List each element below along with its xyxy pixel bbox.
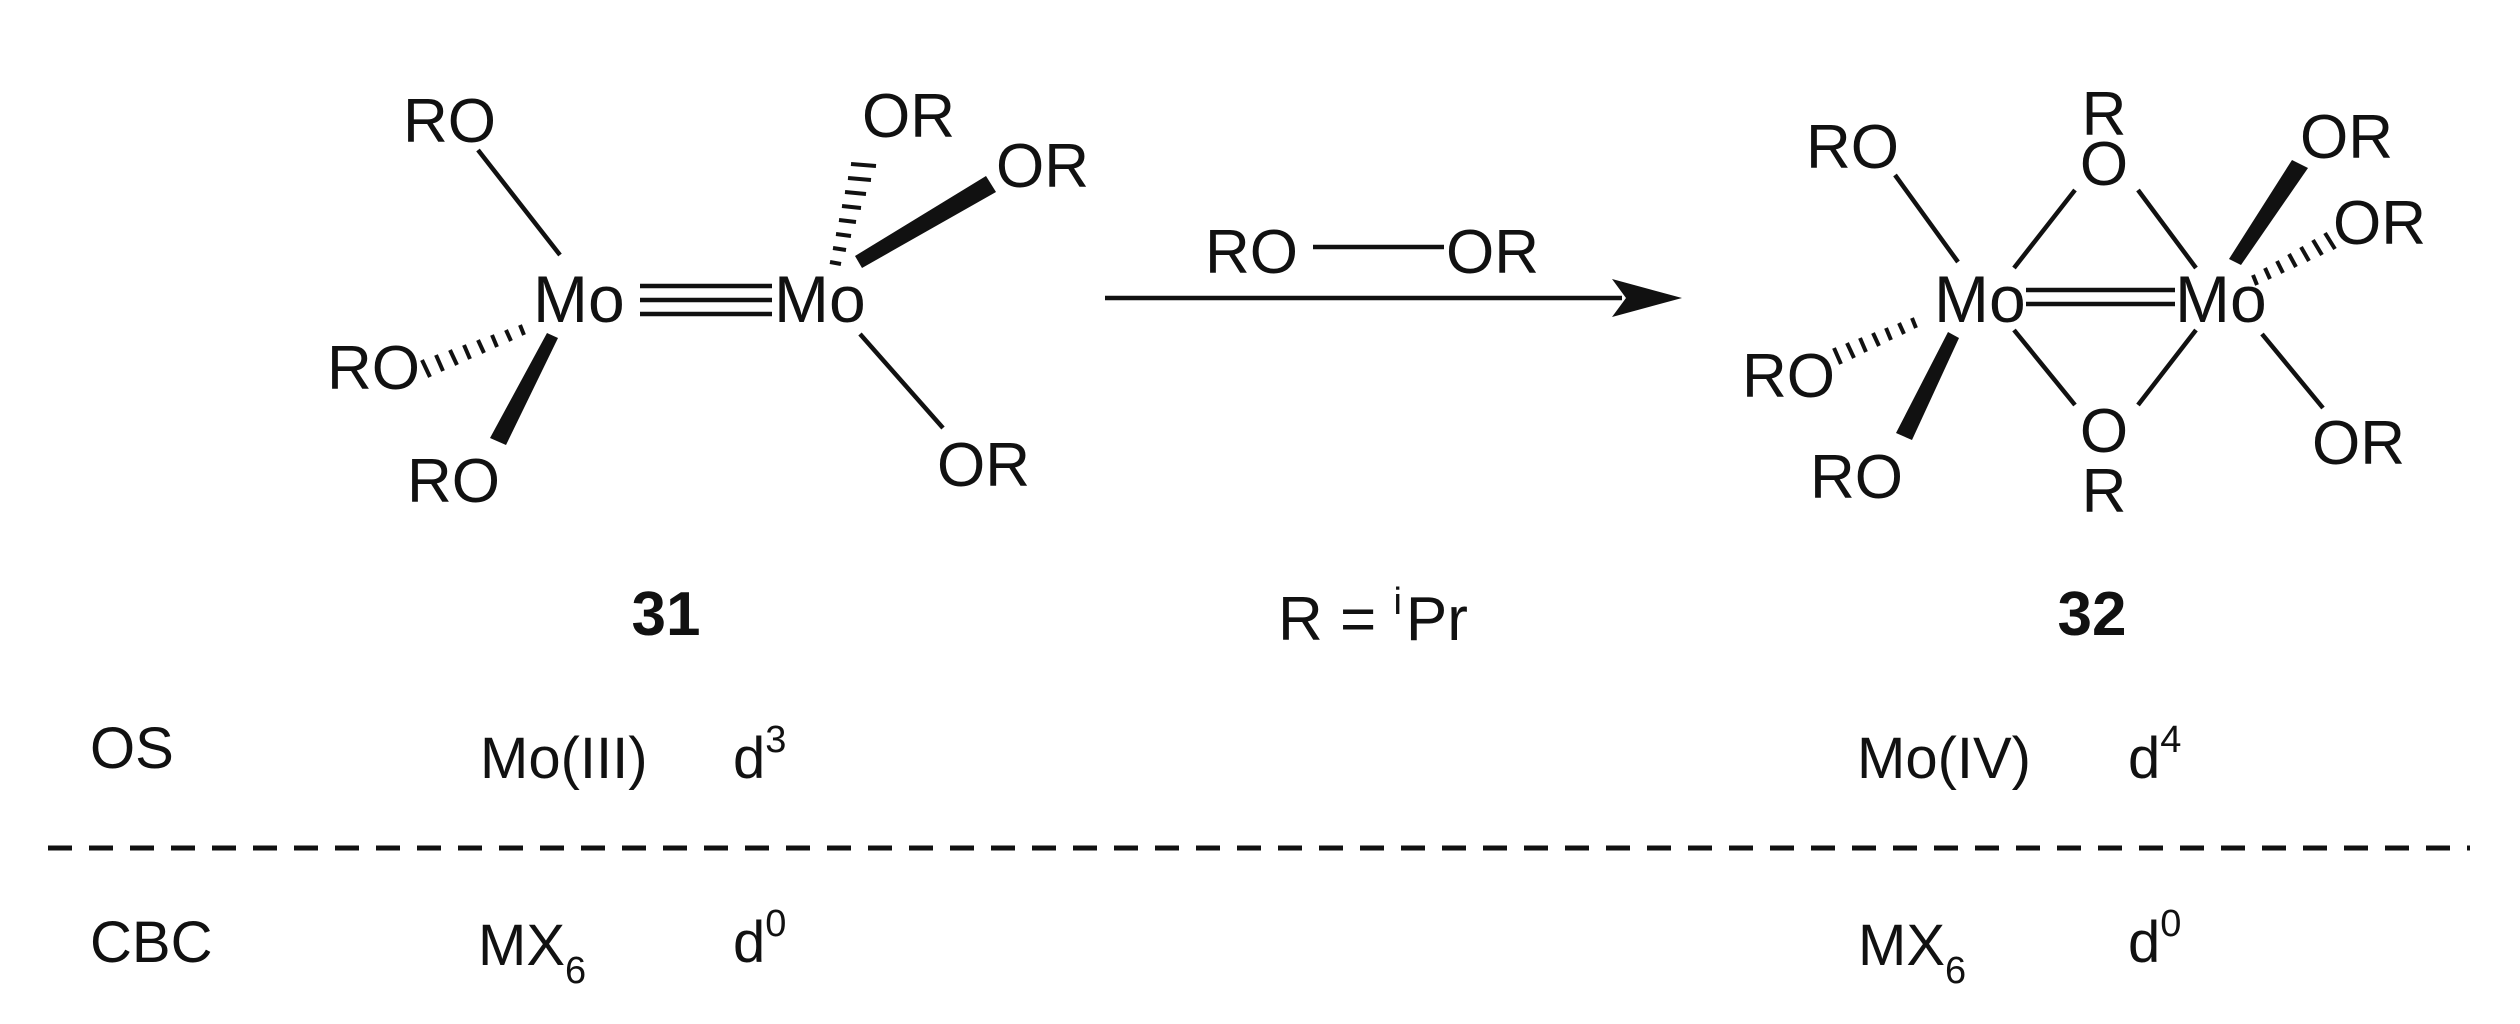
mo-atom-label: Mo bbox=[774, 262, 866, 336]
arrow-head bbox=[1612, 279, 1682, 317]
bridge-bond bbox=[2012, 328, 2077, 407]
reagent-right-label: OR bbox=[1446, 218, 1539, 287]
mo-atom-label: Mo bbox=[533, 262, 625, 336]
ligand-label: RO bbox=[1810, 443, 1903, 512]
bridge-bond bbox=[2012, 188, 2077, 270]
ligand-label: RO bbox=[403, 87, 496, 156]
ligand-label: RO bbox=[407, 447, 500, 516]
ligand-label: OR bbox=[996, 132, 1089, 201]
wedge-bond bbox=[2229, 160, 2308, 265]
ligand-label: OR bbox=[862, 82, 955, 151]
wedge-bond bbox=[490, 333, 558, 445]
bridge-o-label: O bbox=[2080, 130, 2128, 199]
os-left-d: d3 bbox=[733, 719, 786, 791]
hashed-bond bbox=[829, 162, 877, 266]
bridge-r-label: R bbox=[2082, 80, 2127, 149]
cbc-row: CBC MX6 d0 MX6 d0 bbox=[90, 903, 2181, 992]
reaction-arrow-group: RO OR R = iPr bbox=[1105, 218, 1682, 654]
ligand-label: OR bbox=[2300, 103, 2393, 172]
bond-mo-or-bottom bbox=[2260, 332, 2325, 410]
cbc-right-d: d0 bbox=[2128, 903, 2181, 975]
compound-number: 32 bbox=[2058, 580, 2127, 649]
compound-number: 31 bbox=[632, 580, 701, 649]
ligand-label: RO bbox=[327, 334, 420, 403]
os-label: OS bbox=[90, 716, 174, 781]
bridge-o-label: O bbox=[2080, 397, 2128, 466]
ligand-label: OR bbox=[937, 431, 1030, 500]
os-right-d: d4 bbox=[2128, 719, 2181, 791]
os-right-state: Mo(IV) bbox=[1857, 726, 2031, 791]
reagent-left-label: RO bbox=[1205, 218, 1298, 287]
wedge-bond bbox=[1896, 332, 1959, 440]
mo-atom-label: Mo bbox=[1934, 262, 2026, 336]
ligand-label: OR bbox=[2312, 409, 2405, 478]
bridge-r-label: R bbox=[2082, 457, 2127, 526]
os-row: OS Mo(III) d3 Mo(IV) d4 bbox=[90, 716, 2181, 791]
cbc-left-d: d0 bbox=[733, 903, 786, 975]
hashed-bond bbox=[420, 324, 526, 378]
hashed-bond bbox=[2251, 231, 2337, 286]
bond-mo-or-bottom bbox=[858, 332, 945, 430]
wedge-bond bbox=[855, 176, 996, 268]
bridge-bond bbox=[2136, 188, 2198, 270]
bond-mo-ro-top bbox=[476, 148, 562, 257]
hashed-bond bbox=[1832, 317, 1918, 365]
bridge-bond bbox=[2136, 328, 2198, 407]
compound-31: Mo Mo RO RO RO OR OR OR 31 bbox=[327, 82, 1089, 649]
ligand-label: RO bbox=[1742, 342, 1835, 411]
cbc-right-class: MX6 bbox=[1858, 913, 1966, 992]
compound-32: Mo Mo R O O R RO RO RO OR OR OR 32 bbox=[1742, 80, 2426, 649]
r-definition: R = iPr bbox=[1278, 581, 1468, 654]
cbc-label: CBC bbox=[90, 910, 212, 975]
ligand-label: OR bbox=[2333, 189, 2426, 258]
cbc-left-class: MX6 bbox=[478, 913, 586, 992]
os-left-state: Mo(III) bbox=[480, 726, 648, 791]
ligand-label: RO bbox=[1806, 113, 1899, 182]
mo-atom-label: Mo bbox=[2175, 262, 2267, 336]
bond-mo-ro-top bbox=[1893, 173, 1960, 264]
